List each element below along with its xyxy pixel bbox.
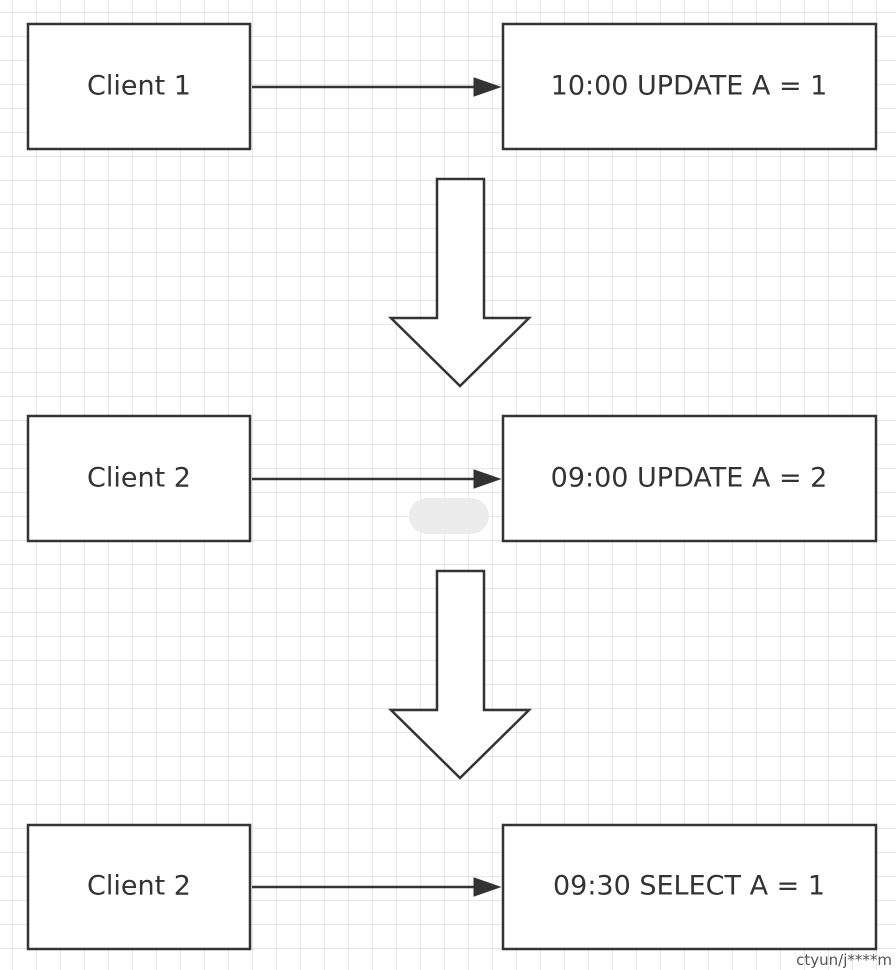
operation-box-3[interactable] <box>501 823 878 951</box>
operation-label-3: 09:30 SELECT A = 1 <box>553 871 825 902</box>
row-2: Client 2 09:00 UPDATE A = 2 <box>26 414 878 543</box>
client-label-2: Client 2 <box>87 463 191 494</box>
operation-label-2: 09:00 UPDATE A = 2 <box>551 463 828 494</box>
row-3: Client 2 09:30 SELECT A = 1 <box>26 823 878 951</box>
client-label-1: Client 1 <box>87 71 191 102</box>
down-arrow-2 <box>387 569 533 780</box>
client-box-1[interactable] <box>26 22 252 151</box>
row-1: Client 1 10:00 UPDATE A = 1 <box>26 22 878 151</box>
connector-arrowhead-2 <box>473 469 502 489</box>
overlay-pill <box>409 498 489 534</box>
connector-arrowhead-3 <box>473 877 502 897</box>
watermark-text: ctyun/j****m <box>796 951 892 969</box>
client-label-3: Client 2 <box>87 871 191 902</box>
connector-arrowhead-1 <box>473 77 502 97</box>
operation-label-1: 10:00 UPDATE A = 1 <box>551 71 828 102</box>
client-box-3[interactable] <box>26 823 252 951</box>
operation-box-2[interactable] <box>501 414 878 543</box>
client-box-2[interactable] <box>26 414 252 543</box>
operation-box-1[interactable] <box>501 22 878 151</box>
down-arrow-1 <box>387 177 533 388</box>
